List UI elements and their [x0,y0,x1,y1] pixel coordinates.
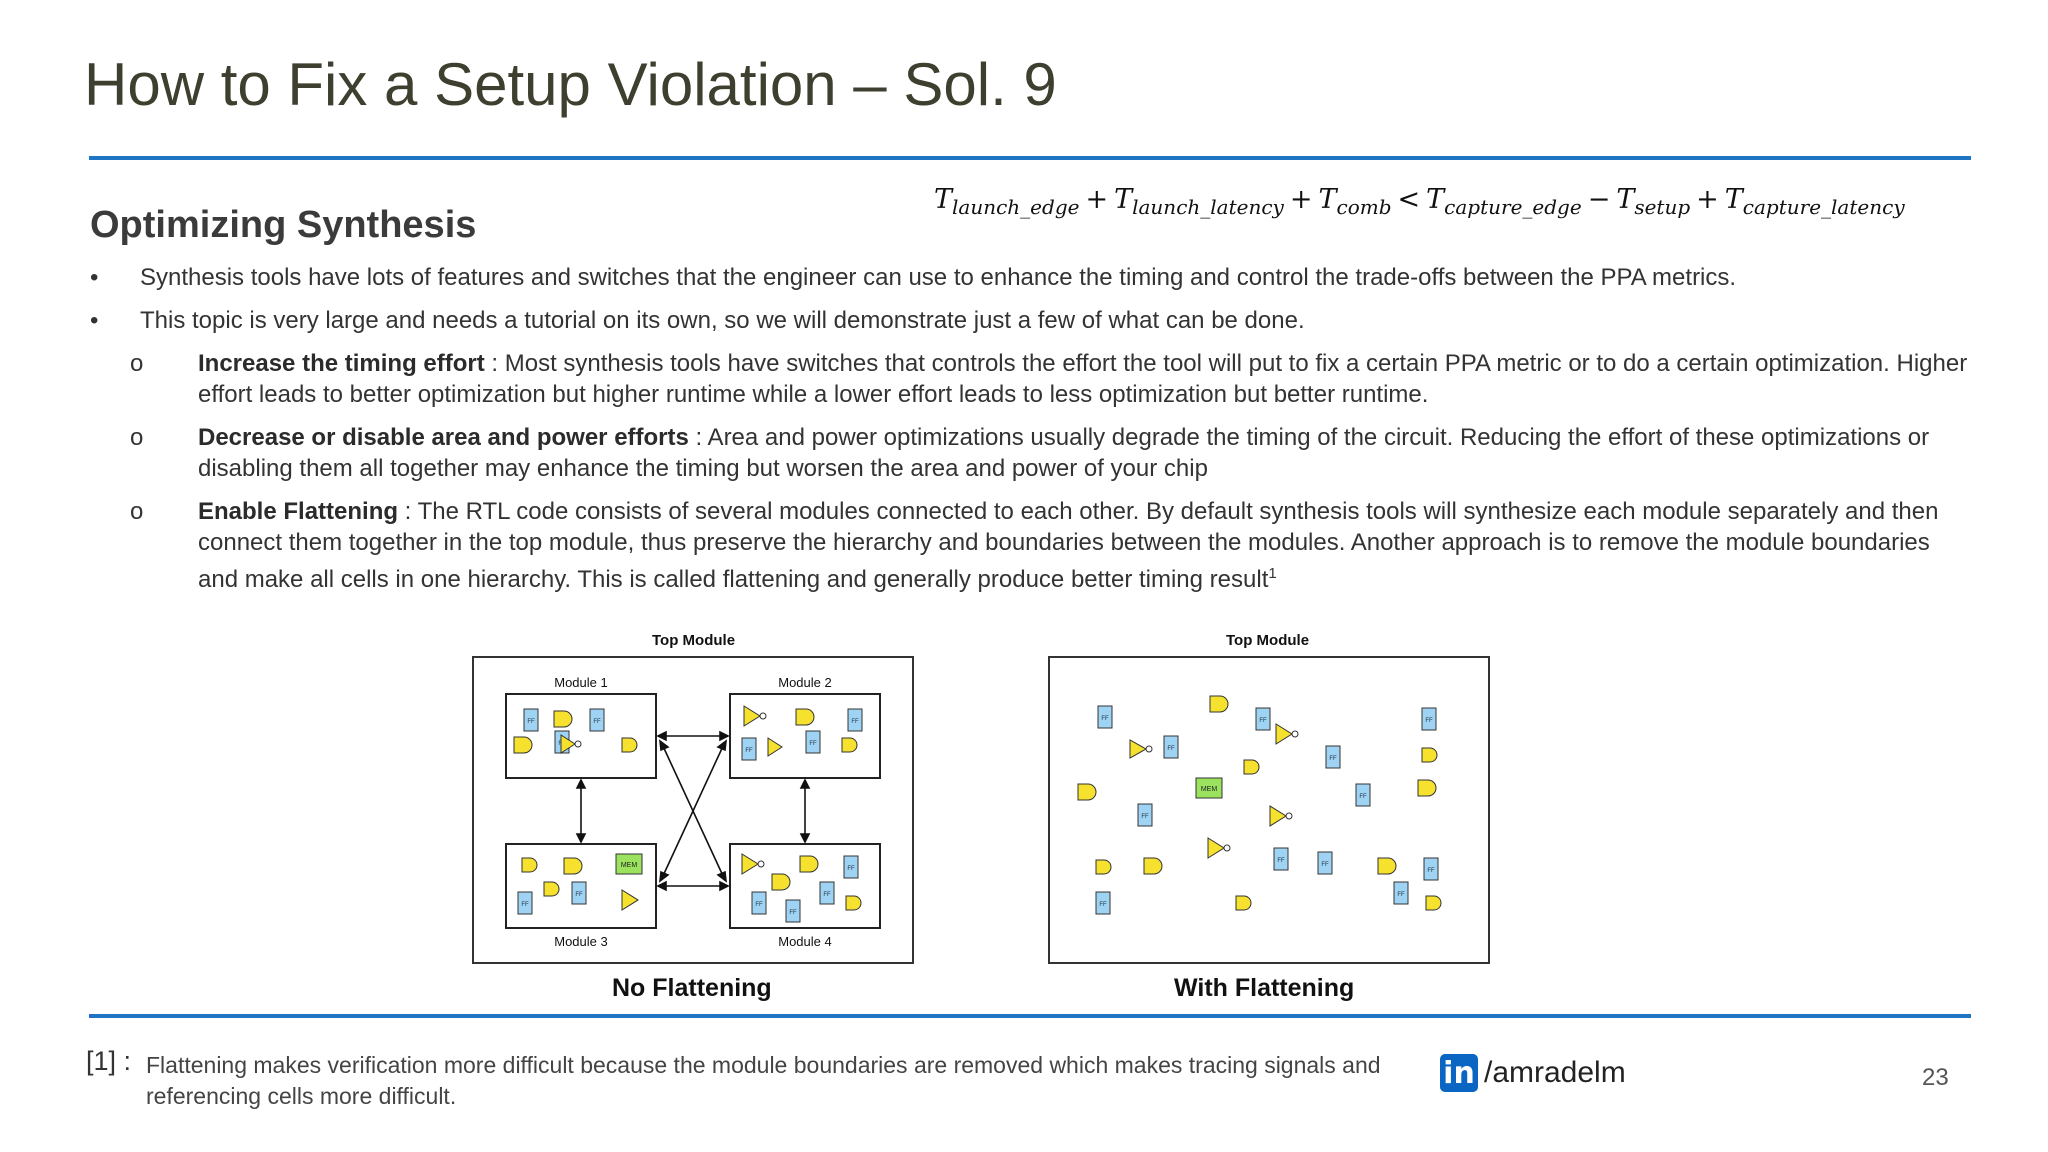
module-1-label: Module 1 [554,675,607,690]
flattened-cells: FF FF FF FF FF MEM FF FF FF FF FF FF FF [1077,695,1442,915]
svg-text:FF: FF [755,902,763,908]
page-number: 23 [1922,1064,1949,1091]
svg-text:FF: FF [527,719,535,725]
svg-text:FF: FF [851,719,859,725]
formula-term-launch-edge: launch_edge [952,195,1080,219]
setup-timing-formula: Tlaunch_edge+Tlaunch_latency+Tcomb<Tcapt… [934,184,1905,219]
module-2-label: Module 2 [778,675,831,690]
bullet-item: •This topic is very large and needs a tu… [90,307,1305,334]
svg-text:FF: FF [1329,756,1337,762]
svg-text:FF: FF [789,910,797,916]
mem-block-flat: MEM [1201,786,1218,793]
no-flattening-caption: No Flattening [612,974,772,1002]
footnote-ref: 1 [1268,565,1277,582]
slide-body: •Synthesis tools have lots of features a… [90,262,1970,607]
module-4-label: Module 4 [778,934,831,949]
svg-text:FF: FF [1359,794,1367,800]
svg-text:FF: FF [847,866,855,872]
module-4-cells: FF FF FF FF [741,853,862,923]
linkedin-link[interactable]: in /amradelm [1440,1054,1626,1092]
right-top-module-label: Top Module [1226,632,1310,649]
module-1-box [505,693,657,779]
svg-text:FF: FF [1425,718,1433,724]
module-3-label: Module 3 [554,934,607,949]
svg-text:FF: FF [809,741,817,747]
formula-term-comb: comb [1336,195,1392,219]
formula-term-setup: setup [1634,195,1691,219]
with-flattening-diagram: FF FF FF FF FF MEM FF FF FF FF FF FF FF [1048,656,1490,964]
top-divider [89,156,1971,160]
svg-text:FF: FF [1141,814,1149,820]
svg-text:FF: FF [593,719,601,725]
formula-term-launch-latency: launch_latency [1132,195,1284,219]
svg-text:FF: FF [823,892,831,898]
module-1-cells: FF FF FF [513,708,638,754]
linkedin-icon[interactable]: in [1440,1054,1478,1092]
formula-term-capture-latency: capture_latency [1742,195,1905,219]
svg-text:FF: FF [1321,862,1329,868]
svg-text:FF: FF [521,902,529,908]
svg-text:FF: FF [1099,902,1107,908]
svg-text:FF: FF [1397,892,1405,898]
formula-term-capture-edge: capture_edge [1444,195,1582,219]
module-3-cells: MEM FF FF [517,853,643,915]
svg-text:FF: FF [1167,746,1175,752]
with-flattening-caption: With Flattening [1174,974,1355,1002]
no-flattening-diagram: Module 1 Module 2 Module 3 Module 4 FF F… [472,656,914,964]
footnote-text: Flattening makes verification more diffi… [146,1052,1381,1109]
module-2-box [729,693,881,779]
interconnect-arrows [575,730,811,892]
footnote-marker: [1] : [86,1046,132,1076]
slide-title: How to Fix a Setup Violation – Sol. 9 [84,51,1057,118]
linkedin-handle[interactable]: /amradelm [1484,1056,1626,1089]
module-2-cells: FF FF FF [741,705,863,761]
bullet-item: •Synthesis tools have lots of features a… [90,264,1737,291]
svg-text:FF: FF [1277,858,1285,864]
bottom-divider [89,1014,1971,1018]
section-heading: Optimizing Synthesis [90,204,477,246]
mem-block: MEM [621,862,638,869]
left-top-module-label: Top Module [652,632,736,649]
svg-text:FF: FF [1101,716,1109,722]
svg-text:FF: FF [745,748,753,754]
svg-text:FF: FF [575,892,583,898]
svg-text:FF: FF [1427,868,1435,874]
svg-text:FF: FF [1259,718,1267,724]
